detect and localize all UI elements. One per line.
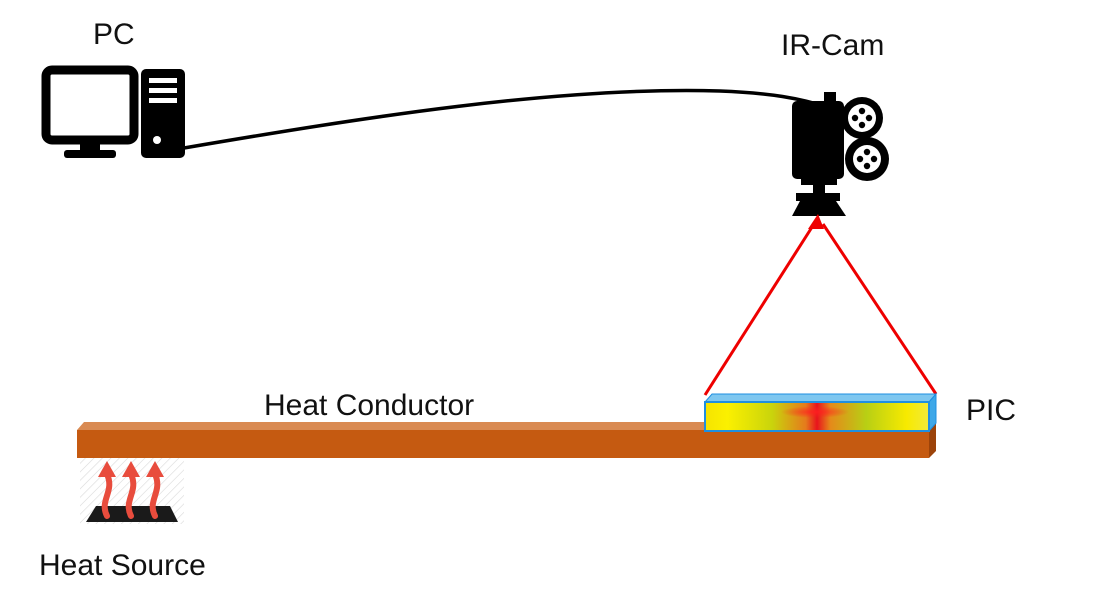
heat-source-icon xyxy=(80,458,184,524)
ir-camera-label: IR-Cam xyxy=(781,29,885,62)
pic-chip xyxy=(703,392,938,433)
pic-label: PIC xyxy=(966,394,1017,427)
film-camera-icon xyxy=(792,92,889,216)
heat-conductor-label: Heat Conductor xyxy=(264,389,475,422)
pc-label: PC xyxy=(93,18,135,51)
camera-view-rays xyxy=(703,214,938,396)
desktop-computer-icon xyxy=(41,65,185,158)
data-cable xyxy=(183,88,831,150)
heat-conductor-bar xyxy=(77,422,936,458)
heat-source-label: Heat Source xyxy=(39,549,206,582)
